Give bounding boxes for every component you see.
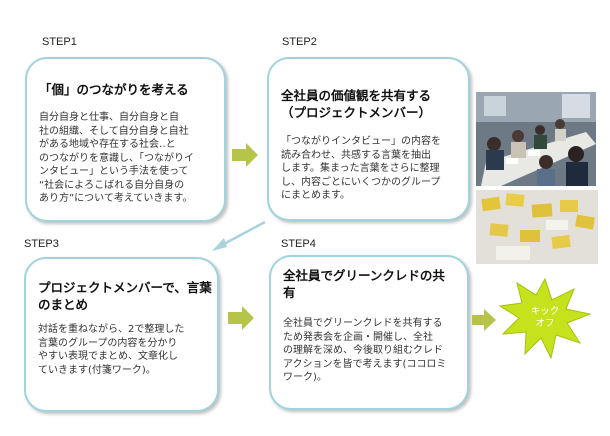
step1-card: 「個」のつながりを考える 自分自身と仕事、自分自身と自 社の組織、そして自分自身… bbox=[25, 57, 226, 222]
step4-label: STEP4 bbox=[281, 238, 316, 250]
step1-label: STEP1 bbox=[42, 36, 77, 48]
step2-title: 全社員の価値観を共有する （プロジェクトメンバー） bbox=[281, 88, 432, 120]
kickoff-burst bbox=[498, 277, 592, 360]
step4-card: 全社員でグリーンクレドの共 有 全社員でグリーンクレドを共有する ため発表会を企… bbox=[269, 255, 469, 410]
step3-card: プロジェクトメンバーで、言葉 のまとめ 対話を重ねながら、2で整理した 言葉のグ… bbox=[24, 257, 219, 412]
step3-title: プロジェクトメンバーで、言葉 のまとめ bbox=[38, 280, 212, 312]
step1-body: 自分自身と仕事、自分自身と自 社の組織、そして自分自身と自社 がある地域や存在す… bbox=[39, 112, 194, 204]
step3-body: 対話を重ねながら、2で整理した 言葉のグループの内容を分かり やすい表現でまとめ… bbox=[38, 324, 185, 376]
step3-label: STEP3 bbox=[24, 238, 59, 250]
step2-label: STEP2 bbox=[282, 36, 317, 48]
sticky-notes-photo bbox=[476, 190, 598, 264]
step2-body: 「つながりインタビュー」の内容を 読み合わせ、共感する言葉を抽出 します。集まっ… bbox=[281, 136, 441, 201]
step4-body: 全社員でグリーンクレドを共有する ため発表会を企画・開催し、全社 の理解を深め、… bbox=[283, 318, 447, 383]
step4-title: 全社員でグリーンクレドの共 有 bbox=[283, 268, 445, 300]
step2-card: 全社員の価値観を共有する （プロジェクトメンバー） 「つながりインタビュー」の内… bbox=[267, 57, 470, 221]
arrow-step1-to-step2 bbox=[232, 143, 258, 167]
arrow-step2-to-step3 bbox=[212, 220, 266, 251]
arrow-step4-to-kickoff bbox=[472, 309, 496, 331]
kickoff-label: キック オフ bbox=[530, 306, 560, 329]
step1-title: 「個」のつながりを考える bbox=[39, 82, 189, 97]
arrow-step3-to-step4 bbox=[228, 306, 254, 330]
meeting-photo bbox=[476, 92, 596, 186]
